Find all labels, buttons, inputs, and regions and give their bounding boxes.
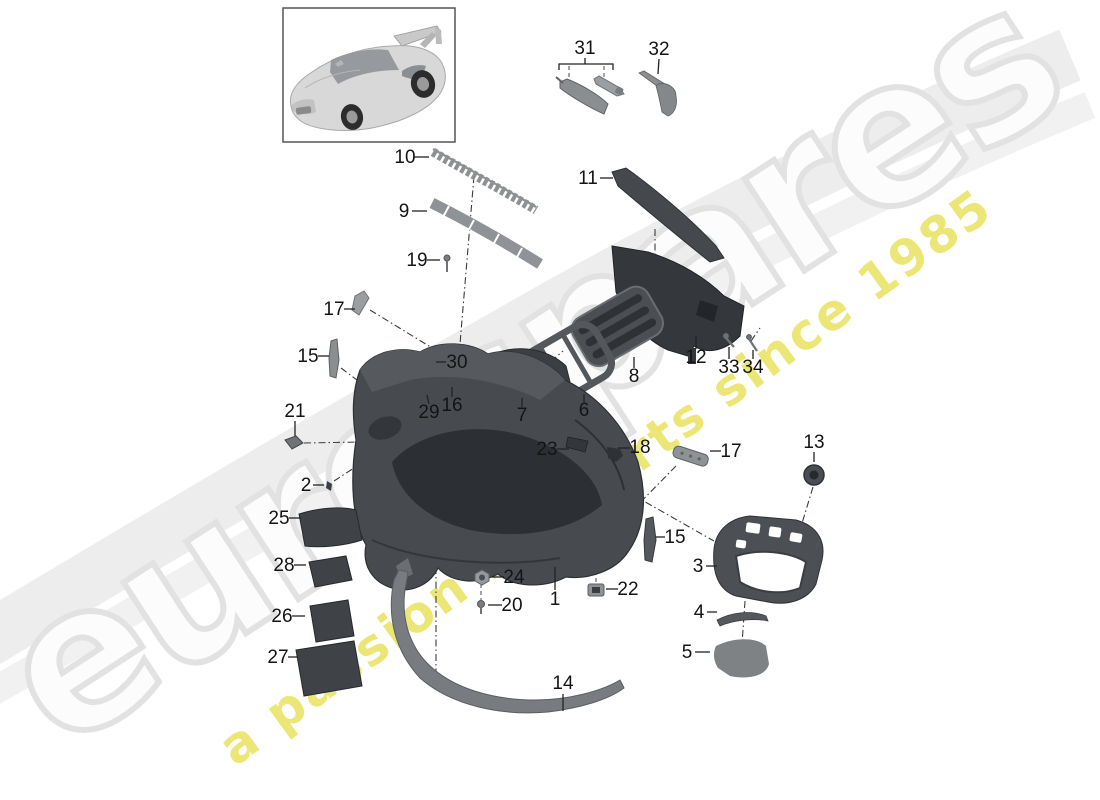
cowl-foot xyxy=(688,348,696,364)
callout-5[interactable]: 5 xyxy=(682,642,693,663)
part-adhesive-set xyxy=(555,75,625,115)
part-pad-27 xyxy=(295,640,363,697)
callout-33[interactable]: 33 xyxy=(718,357,739,378)
part-pad-28 xyxy=(308,555,353,588)
callout-1[interactable]: 1 xyxy=(550,589,561,610)
callout-21[interactable]: 21 xyxy=(284,401,305,422)
gun-body xyxy=(655,83,677,117)
callout-24[interactable]: 24 xyxy=(503,567,525,588)
part-vent-trim xyxy=(429,198,543,269)
part-applicator-gun xyxy=(638,70,677,117)
callout-14[interactable]: 14 xyxy=(552,673,574,694)
bumper-fog-opening xyxy=(368,416,402,440)
part-bolt-33 xyxy=(722,332,735,348)
car-illustration xyxy=(289,25,446,131)
callout-2[interactable]: 2 xyxy=(301,475,312,496)
watermark-swoosh-upper xyxy=(0,29,1081,665)
callout-27[interactable]: 27 xyxy=(267,647,288,668)
callout-8[interactable]: 8 xyxy=(629,366,640,387)
callout-10[interactable]: 10 xyxy=(394,147,415,168)
part-clip-23 xyxy=(565,436,589,453)
callout-16[interactable]: 16 xyxy=(441,395,462,416)
callout-28[interactable]: 28 xyxy=(273,555,294,576)
part-pad-26 xyxy=(309,599,355,643)
callout-15-right[interactable]: 15 xyxy=(664,527,685,548)
callout-19[interactable]: 19 xyxy=(406,250,427,271)
car-hood-line xyxy=(304,69,361,89)
part-clip-21 xyxy=(284,435,304,450)
sealant-cartridge xyxy=(559,78,609,115)
part-upper-bracket xyxy=(611,167,725,263)
part-strip-15-left xyxy=(328,338,340,379)
callout-17-right[interactable]: 17 xyxy=(720,441,741,462)
part-strip-15-right xyxy=(643,516,657,563)
callouts: 31 32 10 11 9 19 17 15 30 29 16 21 2 25 … xyxy=(267,38,825,711)
part-spoiler-lip xyxy=(390,558,625,714)
car-mirror xyxy=(335,60,344,67)
callout-13[interactable]: 13 xyxy=(803,432,824,453)
part-screw-34 xyxy=(746,334,758,352)
part-grommet-13 xyxy=(803,464,825,486)
callout-29[interactable]: 29 xyxy=(418,402,439,423)
callout-12[interactable]: 12 xyxy=(685,347,706,368)
callout-23[interactable]: 23 xyxy=(536,439,557,460)
bracket-opening xyxy=(734,550,808,594)
callout-11[interactable]: 11 xyxy=(578,168,598,189)
part-screw-19 xyxy=(443,254,451,272)
parts xyxy=(284,70,825,714)
callout-6[interactable]: 6 xyxy=(579,400,590,421)
callout-3[interactable]: 3 xyxy=(693,556,704,577)
part-pad-5 xyxy=(713,639,769,678)
callout-32[interactable]: 32 xyxy=(648,39,669,60)
part-nut-24 xyxy=(474,569,490,586)
part-clip-22 xyxy=(587,583,605,597)
car-wing-support xyxy=(420,32,436,48)
callout-30[interactable]: 30 xyxy=(446,352,467,373)
callout-22[interactable]: 22 xyxy=(617,579,638,600)
callout-4[interactable]: 4 xyxy=(694,602,705,623)
car-inset xyxy=(282,7,456,143)
part-strip-17-left xyxy=(351,290,370,316)
part-strip-4 xyxy=(716,612,769,627)
part-clip-18 xyxy=(607,447,623,462)
callout-31[interactable]: 31 xyxy=(574,38,595,59)
part-front-bumper xyxy=(352,343,645,591)
car-rear-rim xyxy=(416,77,430,91)
callout-20[interactable]: 20 xyxy=(501,595,522,616)
part-screw-20 xyxy=(477,600,485,614)
part-strip-17-right xyxy=(672,445,709,467)
callout-34[interactable]: 34 xyxy=(742,357,764,378)
car-wing-endplate xyxy=(435,26,442,44)
part-serrated-strip xyxy=(430,148,539,214)
callout-18[interactable]: 18 xyxy=(629,437,650,458)
callout-31-bracket xyxy=(558,58,614,70)
callout-15-left[interactable]: 15 xyxy=(297,346,318,367)
stick-tip xyxy=(615,86,624,95)
callout-25[interactable]: 25 xyxy=(268,508,289,529)
car-front-intake xyxy=(295,106,312,115)
callout-26[interactable]: 26 xyxy=(271,606,292,627)
car-body xyxy=(289,45,446,131)
callout-17-left[interactable]: 17 xyxy=(323,299,344,320)
part-pad-25 xyxy=(298,507,363,548)
car-windshield xyxy=(330,49,399,84)
callout-7[interactable]: 7 xyxy=(517,405,528,426)
callout-9[interactable]: 9 xyxy=(399,201,410,222)
part-headlamp-bracket xyxy=(713,515,824,604)
car-front-rim xyxy=(346,110,358,124)
sealant-nozzle xyxy=(555,76,564,84)
part-clip-2 xyxy=(326,481,332,491)
